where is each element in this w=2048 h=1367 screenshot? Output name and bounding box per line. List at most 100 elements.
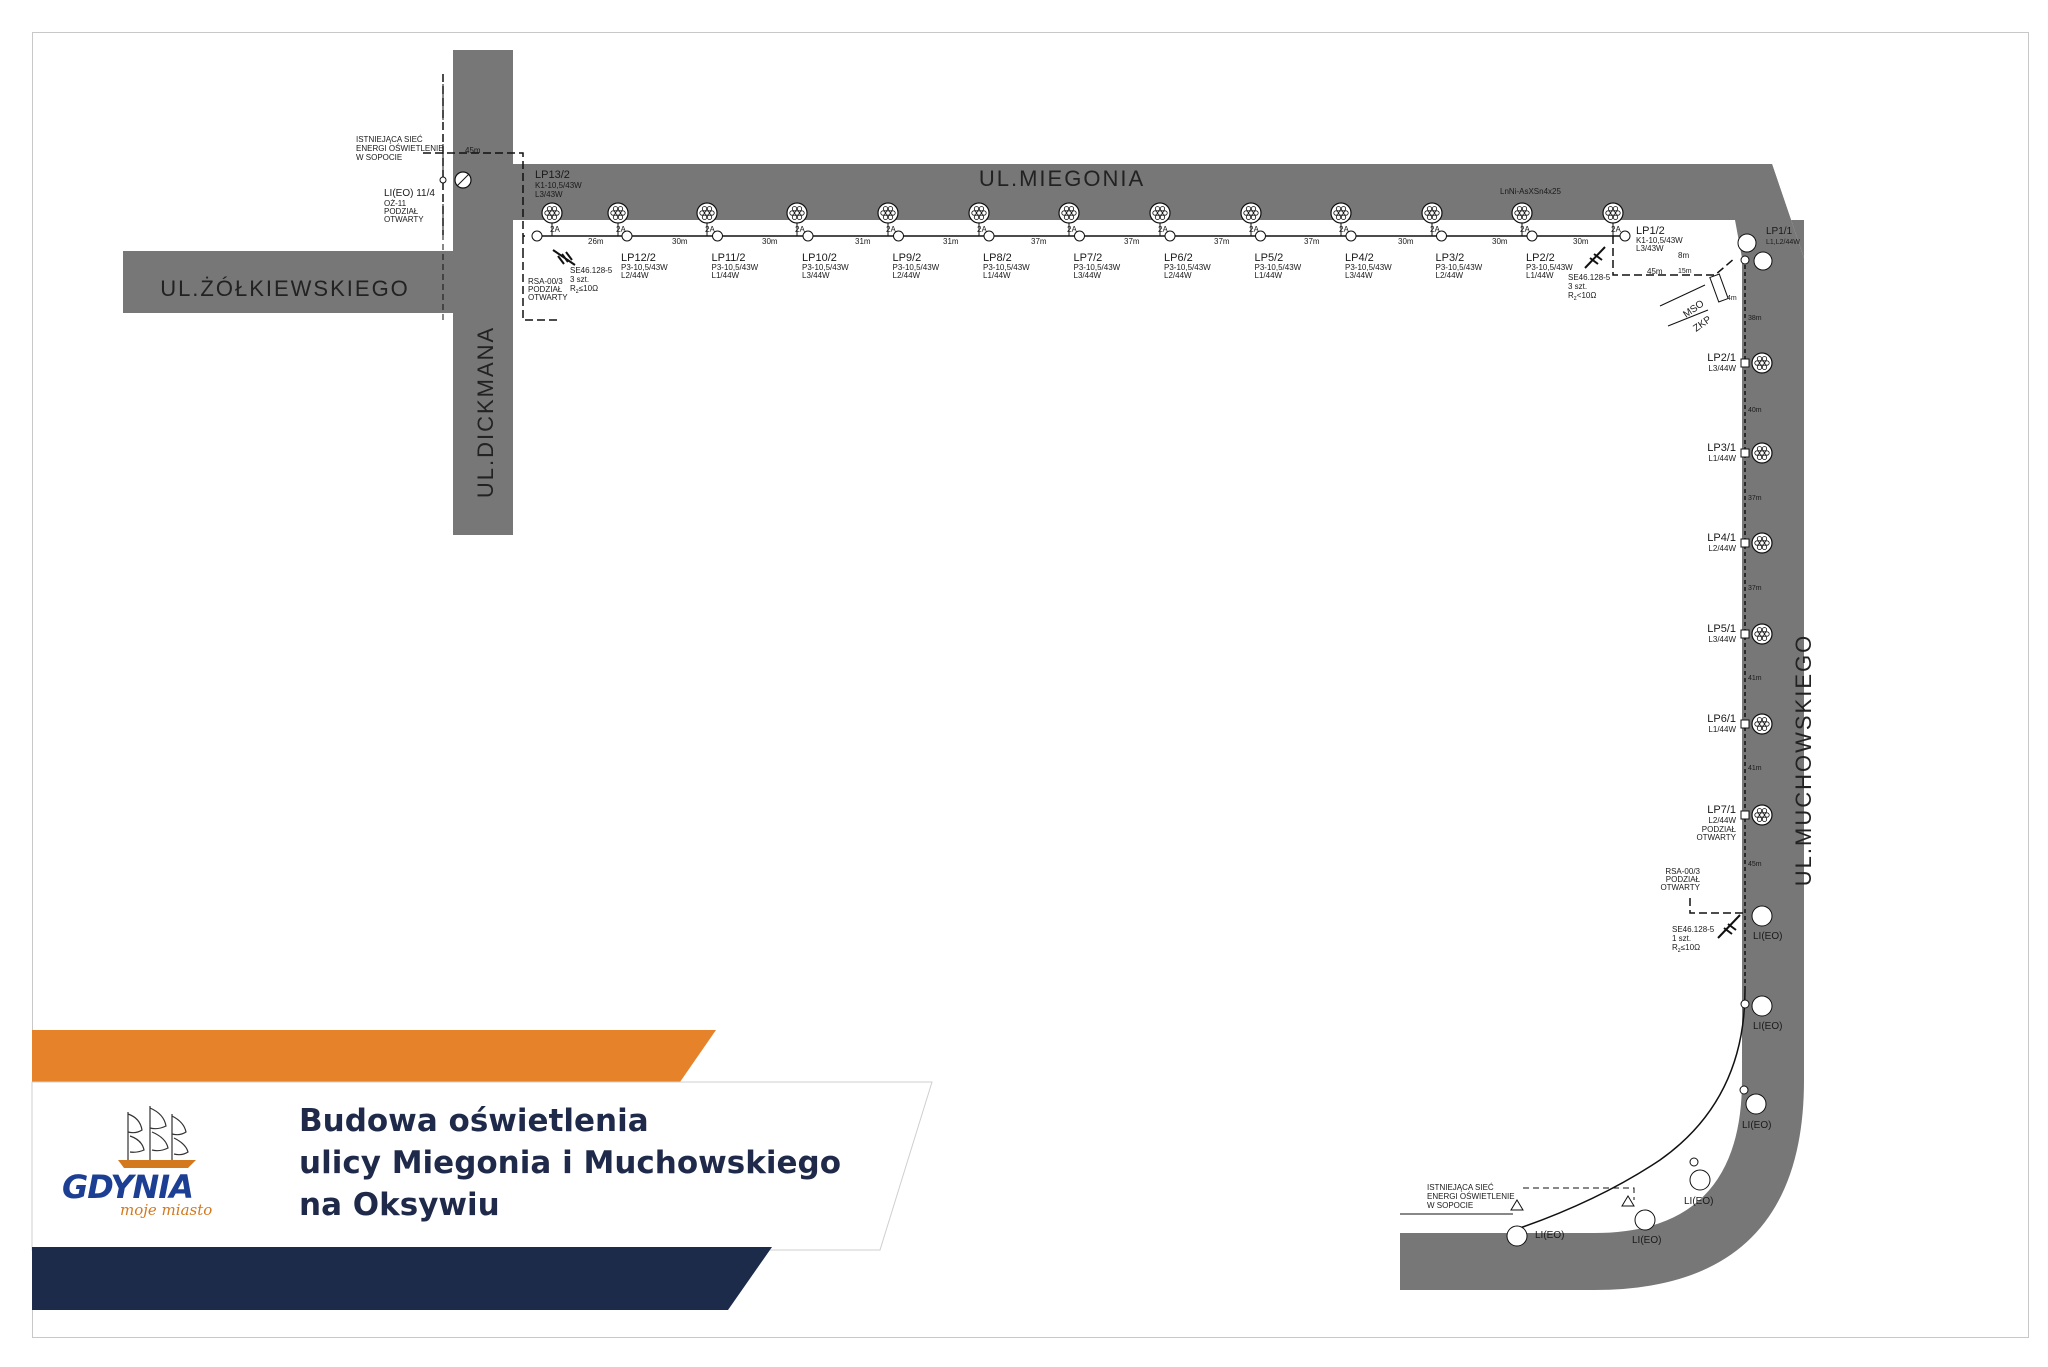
distance: 37m: [1748, 495, 1762, 502]
street-muchowskiego: UL.MUCHOWSKIEGO: [1791, 634, 1816, 886]
lamp-icon-led: [1343, 210, 1349, 216]
pole-LP3/2: [1436, 230, 1447, 242]
fuse-label: 2A: [1520, 225, 1530, 234]
pole-LP7/1: [1740, 810, 1750, 820]
pole-spec: P3-10,5/43W: [1436, 263, 1483, 272]
lamp-icon-led: [887, 214, 894, 220]
lamp-icon-led: [1248, 210, 1254, 216]
lp13-spec: K1-10,5/43W: [535, 181, 582, 190]
lamp-icon-led: [610, 210, 616, 216]
lamp-icon-led: [796, 214, 803, 220]
lamp-icon-led: [1516, 214, 1523, 220]
lp13-block: LP13/2 K1-10,5/43W L3/43W RSA-00/3 PODZI…: [528, 169, 613, 302]
pole-LP4/1: [1740, 538, 1750, 548]
lamp-icon-led: [1063, 206, 1070, 212]
lamp-icon-led: [880, 210, 886, 216]
pole-LP6/1: [1740, 719, 1750, 729]
pole-LP8/2: [983, 230, 995, 242]
existing-bottom-3: W SOPOCIE: [1427, 1201, 1473, 1210]
rsa-bottom-2: PODZIAŁ: [1666, 875, 1701, 884]
lamp-icon-led: [1756, 536, 1763, 542]
lp1-1-lamp-b: [1753, 251, 1773, 271]
li-eo-6: LI(EO): [1535, 1230, 1564, 1241]
lamp-icon-led: [973, 214, 980, 220]
pole-phase: L1/44W: [1708, 725, 1736, 734]
lamp-icon-led: [789, 210, 795, 216]
lamp-icon-led: [546, 206, 553, 212]
lamp-icon-led: [1764, 631, 1770, 637]
se-bottom-3: Rz≤10Ω: [1672, 943, 1700, 954]
distance: 31m: [943, 237, 959, 246]
lamp-icon-led: [1761, 364, 1768, 370]
lamp-icon-led: [1754, 540, 1760, 546]
distance: 41m: [1748, 675, 1762, 682]
lamp-icon-led: [1612, 206, 1619, 212]
lamp-icon-led: [885, 210, 891, 216]
feed-bottom-left: [1523, 1187, 1635, 1200]
lp1-2-block: LP1/2 K1-10,5/43W L3/43W SE46.128-5 3 sz…: [1568, 225, 1683, 302]
street-zolkiewskiego: UL.ŻÓŁKIEWSKIEGO: [160, 276, 410, 301]
pole-spec: P3-10,5/43W: [802, 263, 849, 272]
lamp-icon-led: [699, 210, 705, 216]
lamp-icon-led: [1761, 808, 1768, 814]
mso-box: [1709, 273, 1729, 303]
lamp-icon-led: [1756, 446, 1763, 452]
lamp-icon-led: [1756, 454, 1763, 460]
lamp-icon-led: [1068, 214, 1075, 220]
lamp-icon-led: [1607, 206, 1614, 212]
pole-spec: P3-10,5/43W: [1255, 263, 1302, 272]
lamp-icon-led: [890, 210, 896, 216]
pole-phase: L3/44W: [1708, 364, 1736, 373]
pole-phase: L1/44W: [1708, 454, 1736, 463]
lamp-icon-led: [1754, 721, 1760, 727]
lamp-icon-led: [978, 206, 985, 212]
pole-name: LP3/1: [1707, 442, 1736, 454]
lamp-icon-led: [1431, 214, 1438, 220]
pole-name: LP9/2: [893, 252, 922, 264]
fuse-label: 2A: [1430, 225, 1440, 234]
se-right-2: 3 szt.: [1568, 282, 1587, 291]
pole-name: LP5/1: [1707, 623, 1736, 635]
lamp-icon-led: [554, 210, 560, 216]
lamp-icon-led: [1068, 206, 1075, 212]
lp1-1-lamp: [1737, 233, 1757, 253]
banner-white-panel: [31, 1081, 933, 1251]
lamp-icon-led: [701, 214, 708, 220]
se-left-1: SE46.128-5: [570, 266, 613, 275]
fuse-label: 2A: [1611, 225, 1621, 234]
fuse-label: 2A: [977, 225, 987, 234]
title-line-2: ulicy Miegonia i Muchowskiego: [299, 1145, 842, 1181]
existing-line-3: W SOPOCIE: [356, 153, 402, 162]
li-eo-lamp-1: [1751, 905, 1773, 927]
dist-8m: 8m: [1678, 251, 1689, 260]
pole-name: LP10/2: [802, 252, 837, 264]
se-left-2: 3 szt.: [570, 275, 589, 284]
distance: 26m: [588, 237, 604, 246]
existing-bottom-1: ISTNIEJĄCA SIEĆ: [1427, 1183, 1494, 1192]
lamp-icon-led: [706, 206, 713, 212]
pole-phase: L2/44W: [1436, 271, 1464, 280]
lamp-icon-led: [1610, 210, 1616, 216]
lamp-icon-led: [1759, 812, 1765, 818]
dist-45m-corner: 45m: [1647, 267, 1663, 276]
se-bottom-1: SE46.128-5: [1672, 925, 1715, 934]
lamp-icon-led: [1612, 214, 1619, 220]
rsa-left-2: PODZIAŁ: [528, 285, 563, 294]
distance: 30m: [1573, 237, 1589, 246]
lamp-icon-led: [1761, 627, 1768, 633]
distance: 37m: [1214, 237, 1230, 246]
distance: 30m: [762, 237, 778, 246]
lamp-icon-led: [1426, 214, 1433, 220]
lamp-icon-led: [1759, 631, 1765, 637]
pole-name: LP2/1: [1707, 352, 1736, 364]
lamp-icon-led: [1431, 206, 1438, 212]
street-miegonia: UL.MIEGONIA: [979, 166, 1145, 191]
li-eo-lamp-2: [1751, 995, 1773, 1017]
li-eo-5: LI(EO): [1632, 1235, 1661, 1246]
lamp-icon-led: [551, 206, 558, 212]
pole-phase: L3/44W: [1345, 271, 1373, 280]
fuse-label: 2A: [550, 225, 560, 234]
lamp-icon-led: [1754, 812, 1760, 818]
lamp-icon-led: [1426, 206, 1433, 212]
pole-name: LP6/1: [1707, 713, 1736, 725]
